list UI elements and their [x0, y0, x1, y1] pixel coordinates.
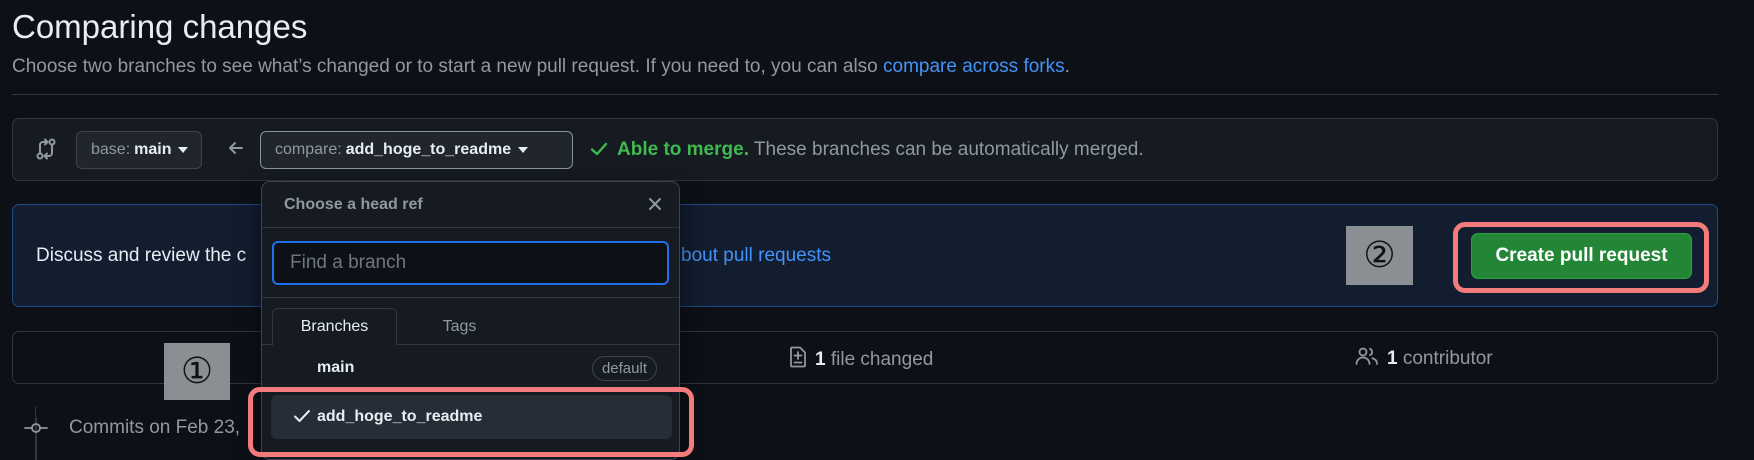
merge-status: Able to merge. These branches can be aut…: [617, 139, 1144, 161]
git-commit-icon: [24, 418, 48, 443]
branch-item-main[interactable]: main default: [262, 345, 679, 391]
file-diff-icon: [789, 346, 807, 374]
tab-tags[interactable]: Tags: [442, 318, 477, 335]
branch-item-label: main: [317, 359, 355, 376]
contributors-count: 1: [1387, 348, 1398, 369]
contributors-label: contributor: [1402, 348, 1493, 369]
commits-date-label: Commits on Feb 23,: [69, 417, 241, 438]
files-count: 1: [815, 349, 826, 370]
page-subtitle: Choose two branches to see what’s change…: [12, 56, 1070, 78]
subtitle-text: Choose two branches to see what’s change…: [12, 56, 884, 77]
check-icon: [293, 408, 311, 429]
people-icon: [1355, 346, 1379, 372]
discuss-text: Discuss and review the c: [36, 245, 247, 266]
compare-branch-button[interactable]: compare:add_hoge_to_readme: [260, 131, 573, 169]
contributors-stat[interactable]: 1 contributor: [1355, 346, 1493, 372]
dropdown-search-area: [262, 228, 679, 298]
branch-item-add-hoge-to-readme[interactable]: add_hoge_to_readme: [271, 395, 672, 439]
branch-search-input[interactable]: [272, 241, 669, 285]
base-prefix: base:: [91, 141, 131, 158]
close-icon[interactable]: [643, 192, 667, 216]
chevron-down-icon: [518, 147, 529, 153]
page-title: Comparing changes: [12, 8, 308, 45]
annotation-marker-2: ②: [1346, 226, 1413, 285]
subtitle-end: .: [1064, 56, 1070, 77]
default-badge: default: [591, 355, 657, 381]
branch-item-label: add_hoge_to_readme: [317, 408, 483, 425]
tab-branches[interactable]: Branches: [272, 308, 397, 346]
dropdown-title: Choose a head ref: [284, 196, 423, 213]
compare-prefix: compare:: [275, 141, 342, 158]
arrow-left-icon: [227, 139, 245, 162]
files-label: file changed: [830, 349, 934, 370]
merge-status-label: Able to merge.: [617, 139, 749, 160]
pull-requests-link[interactable]: bout pull requests: [681, 245, 831, 266]
timeline-line: [35, 406, 37, 460]
dropdown-tabs: Branches Tags: [262, 298, 679, 346]
create-pr-highlight: [1453, 222, 1709, 293]
base-branch-name: main: [134, 141, 172, 158]
base-branch-button[interactable]: base:main: [76, 131, 202, 169]
merge-status-detail: These branches can be automatically merg…: [753, 139, 1144, 160]
header-divider: [12, 94, 1718, 95]
files-changed-stat[interactable]: 1 file changed: [789, 346, 933, 374]
chevron-down-icon: [178, 147, 189, 153]
compare-across-forks-link[interactable]: compare across forks: [883, 56, 1065, 77]
check-icon: [589, 139, 609, 164]
compare-stats: 1 file changed 1 contributor: [12, 331, 1718, 384]
selected-branch-highlight: [248, 387, 694, 457]
dropdown-header: Choose a head ref: [262, 182, 679, 228]
compare-branch-name: add_hoge_to_readme: [345, 141, 512, 158]
compare-arrows-icon: [35, 137, 57, 166]
create-pull-request-button[interactable]: Create pull request: [1471, 233, 1692, 279]
timeline-gap: [36, 406, 38, 418]
branch-dropdown: Choose a head ref Branches Tags main def…: [261, 181, 680, 460]
range-editor: base:main compare:add_hoge_to_readme Abl…: [12, 118, 1718, 181]
annotation-marker-1: ①: [164, 343, 230, 400]
